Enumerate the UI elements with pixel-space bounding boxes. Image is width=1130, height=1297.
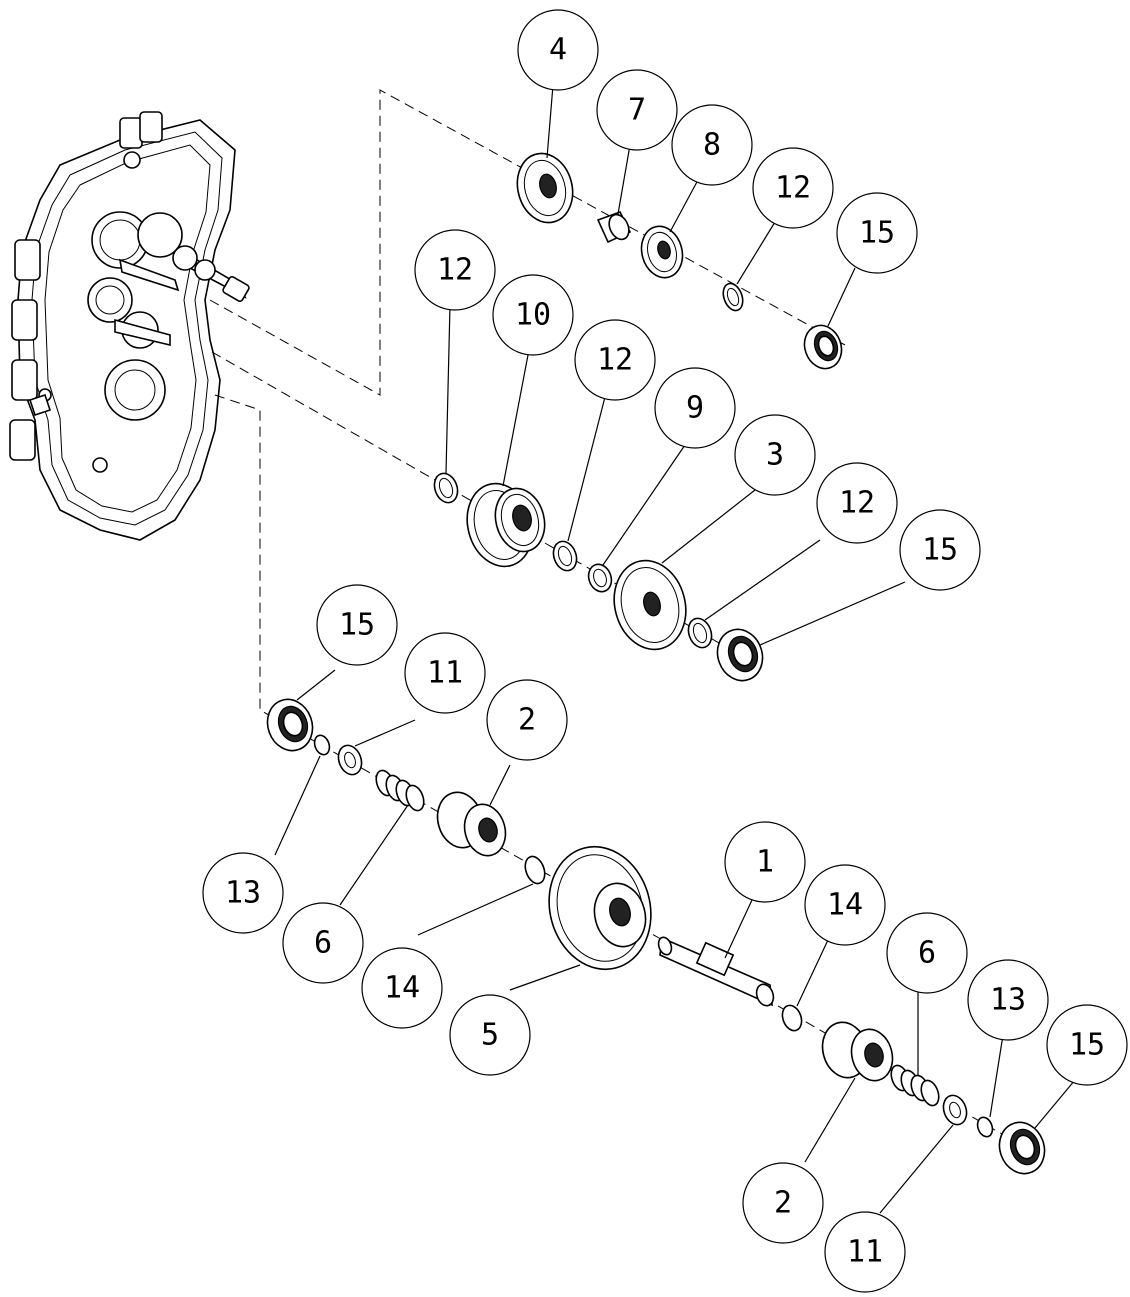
svg-text:11: 11 [427,656,463,691]
callout-11: 11 [824,1211,906,1293]
washer-11-a [337,744,363,776]
gear-10 [466,482,546,568]
callout-9: 9 [654,367,736,449]
gear-3 [613,559,687,651]
svg-text:15: 15 [1069,1028,1105,1063]
svg-text:7: 7 [628,93,646,128]
callout-6: 6 [282,902,364,984]
callout-13: 13 [202,852,284,934]
svg-text:14: 14 [384,971,420,1006]
shaft-1 [657,936,775,1007]
svg-text:6: 6 [314,926,332,961]
callout-12: 12 [574,319,656,401]
bushing-7 [596,211,632,244]
callout-15: 15 [899,509,981,591]
callout-2: 2 [742,1162,824,1244]
dog-clutch-2-b [821,1021,894,1082]
spring-6-b [890,1064,940,1107]
gear-5 [548,845,652,971]
circlip-14-a [524,855,546,885]
bearing-15-a [803,324,843,370]
callout-6: 6 [886,912,968,994]
svg-text:12: 12 [437,253,473,288]
callout-14: 14 [361,947,443,1029]
svg-text:15: 15 [859,216,895,251]
svg-text:5: 5 [481,1018,499,1053]
callout-4: 4 [517,9,599,91]
callout-10: 10 [492,274,574,356]
svg-text:4: 4 [549,33,567,68]
svg-text:12: 12 [775,171,811,206]
callout-3: 3 [734,414,816,496]
callout-14: 14 [804,864,886,946]
svg-text:1: 1 [756,845,774,880]
svg-text:13: 13 [990,983,1026,1018]
callout-1: 1 [724,821,806,903]
svg-text:15: 15 [339,608,375,643]
spacer-9 [587,563,613,593]
svg-text:3: 3 [766,438,784,473]
washer-12-b [433,472,459,504]
svg-text:14: 14 [827,888,863,923]
washer-11-b [942,1094,968,1126]
svg-text:13: 13 [225,876,261,911]
washer-12-a [722,282,744,312]
callout-12: 12 [414,229,496,311]
callout-13: 13 [967,959,1049,1041]
bearing-15-c [266,698,314,752]
svg-text:2: 2 [774,1186,792,1221]
callout-7: 7 [596,69,678,151]
leader-lines [274,84,1076,1214]
callout-15: 15 [1046,1004,1128,1086]
bearing-15-b [716,628,764,682]
callout-12: 12 [752,147,834,229]
svg-text:12: 12 [597,343,633,378]
callout-15: 15 [316,584,398,666]
svg-text:11: 11 [847,1235,883,1270]
gear-4 [516,152,574,224]
svg-text:8: 8 [703,128,721,163]
svg-text:9: 9 [686,391,704,426]
dog-clutch-2-a [436,791,507,857]
svg-text:2: 2 [518,703,536,738]
callout-11: 11 [404,632,486,714]
washer-12-d [687,617,713,649]
washer-12-c [552,540,578,572]
callout-2: 2 [486,679,568,761]
callout-12: 12 [816,462,898,544]
svg-text:15: 15 [922,533,958,568]
circlip-13-b [976,1116,994,1138]
gearbox-housing [9,111,250,541]
svg-text:6: 6 [918,936,936,971]
svg-text:10: 10 [515,298,551,333]
spring-6-a [375,769,425,812]
callout-8: 8 [671,104,753,186]
callout-5: 5 [449,994,531,1076]
svg-text:12: 12 [839,486,875,521]
bearing-15-d [998,1121,1046,1175]
callout-15: 15 [836,192,918,274]
circlip-13-a [313,734,331,756]
circlip-14-b [781,1004,803,1032]
gear-8 [640,225,684,279]
